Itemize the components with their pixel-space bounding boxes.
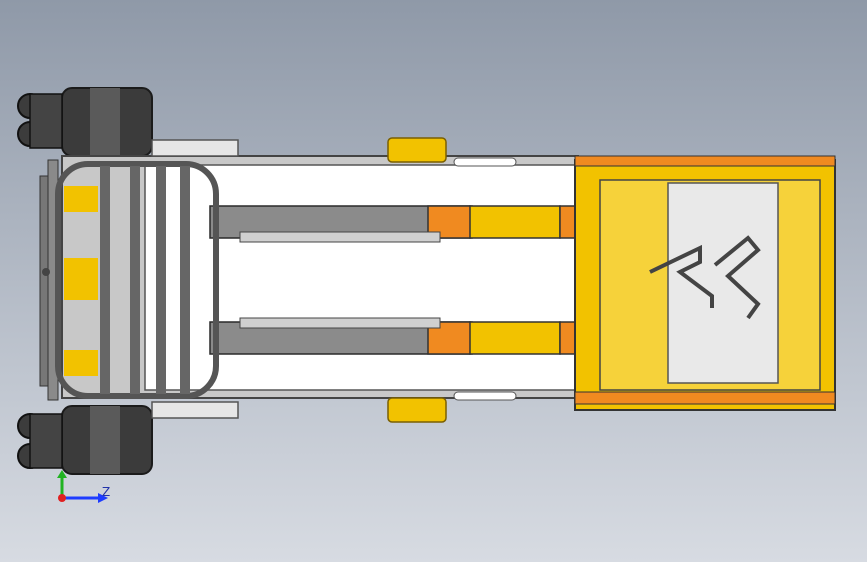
fork-upper [209, 205, 601, 243]
axis-triad [57, 470, 108, 503]
wheel-bottom-left [17, 405, 153, 475]
rear-body [574, 155, 836, 411]
mast-frame [39, 155, 579, 401]
guard-grille [55, 161, 219, 399]
axis-z-label: Z [102, 485, 111, 499]
fork-lower [209, 317, 601, 355]
wheel-top-left [17, 87, 153, 157]
